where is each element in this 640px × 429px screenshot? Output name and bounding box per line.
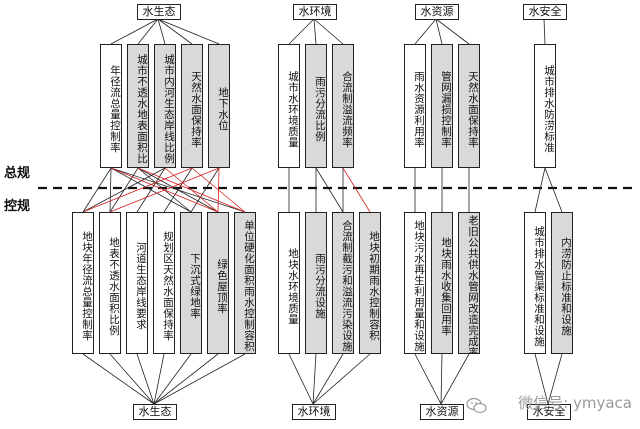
connector-line-46 <box>153 353 246 405</box>
connector-line-38 <box>534 167 546 213</box>
upper-item-urban-water-quality: 城市水环境质量 <box>278 44 300 168</box>
connector-line-19 <box>190 167 220 213</box>
connector-line-28 <box>82 167 193 213</box>
wechat-icon <box>466 397 487 414</box>
connector-line-27 <box>109 167 220 213</box>
connector-line-53 <box>440 353 470 405</box>
category-header-bottom-water-ecology: 水生态 <box>133 404 177 420</box>
connector-line-1 <box>137 18 159 45</box>
category-header-bottom-water-resources: 水资源 <box>420 404 464 420</box>
lower-item-sunken-green-space: 下沉式绿地率 <box>180 212 202 354</box>
upper-item-pipe-leakage-control: 管网漏损控制率 <box>431 44 453 168</box>
lower-item-impervious-surface-ratio: 地表不透水面积比例 <box>99 212 121 354</box>
connector-line-4 <box>157 18 220 45</box>
category-header-top-water-ecology: 水生态 <box>137 4 181 20</box>
connector-line-12 <box>82 167 112 213</box>
connector-line-52 <box>440 353 443 405</box>
lower-item-river-shoreline-requirement: 河道生态岸线要求 <box>126 212 148 354</box>
lower-item-wastewater-reuse: 地块污水再生利用量和设施 <box>404 212 426 354</box>
connector-line-8 <box>414 18 437 45</box>
upper-item-natural-water-surface-2: 天然水面保持率 <box>458 44 480 168</box>
connector-line-54 <box>534 353 549 405</box>
connector-line-44 <box>153 353 192 405</box>
connector-line-17 <box>136 167 166 213</box>
connector-line-51 <box>414 353 442 405</box>
lower-item-initial-rain-control: 地块初期雨水控制容积 <box>359 212 381 354</box>
lower-item-planned-natural-water: 规划区天然水面保持率 <box>153 212 175 354</box>
connector-line-13 <box>109 167 112 213</box>
lower-item-waterlogging-prevention: 内涝防止标准和设施 <box>551 212 573 354</box>
connector-line-6 <box>313 18 317 45</box>
connector-line-33 <box>315 167 344 213</box>
lower-item-drainage-pipe-standard: 城市排水管渠标准和设施 <box>524 212 546 354</box>
connector-line-21 <box>110 167 246 213</box>
upper-item-natural-water-surface: 天然水面保持率 <box>181 44 203 168</box>
connector-line-42 <box>136 353 155 405</box>
upper-item-separate-sewer-ratio: 雨污分流比例 <box>305 44 327 168</box>
connector-line-39 <box>544 167 563 213</box>
category-header-bottom-water-environment: 水环境 <box>292 404 336 420</box>
lower-item-rainwater-collection-reuse: 地块雨水收集回用率 <box>431 212 453 354</box>
connector-line-29 <box>164 167 219 213</box>
upper-item-rainwater-utilization: 雨水资源利用率 <box>404 44 426 168</box>
connector-line-41 <box>109 353 155 405</box>
category-header-bottom-water-safety: 水安全 <box>527 404 571 420</box>
connector-line-10 <box>435 18 470 45</box>
lower-item-rain-control-volume: 单位硬化面积雨水控制容积 <box>234 212 256 354</box>
connector-line-48 <box>312 353 317 405</box>
connector-line-5 <box>288 18 315 45</box>
side-label-master-plan: 总规 <box>4 166 31 181</box>
connector-line-2 <box>157 18 166 45</box>
category-header-top-water-safety: 水安全 <box>523 4 567 20</box>
connector-line-47 <box>288 353 314 405</box>
category-header-top-water-resources: 水资源 <box>415 4 459 20</box>
connector-line-7 <box>313 18 344 45</box>
connector-lines <box>38 18 636 405</box>
upper-item-combined-overflow-frequency: 合流制溢流频率 <box>332 44 354 168</box>
connector-line-34 <box>342 167 371 213</box>
connector-line-0 <box>110 18 159 45</box>
lower-item-old-pipe-renovation: 老旧公共供水管网改造完成率 <box>458 212 480 354</box>
connector-line-43 <box>153 353 165 405</box>
category-header-top-water-environment: 水环境 <box>293 4 337 20</box>
side-label-regulatory-plan: 控规 <box>4 199 31 214</box>
upper-item-groundwater-level: 地下水位 <box>208 44 230 168</box>
lower-item-separate-sewer-facility: 雨污分流设施 <box>305 212 327 354</box>
lower-item-plot-annual-runoff: 地块年径流总量控制率 <box>72 212 94 354</box>
connector-line-45 <box>153 353 219 405</box>
connector-line-50 <box>312 353 371 405</box>
lower-item-combined-interception: 合流制截污和溢流污染设施 <box>332 212 354 354</box>
connector-line-55 <box>547 353 563 405</box>
connector-line-49 <box>312 353 344 405</box>
upper-item-river-ecological-shoreline: 城市内河生态岸线比例 <box>154 44 176 168</box>
connector-line-3 <box>157 18 193 45</box>
upper-item-drainage-flood-standard: 城市排水防涝标准 <box>534 44 556 168</box>
connector-line-9 <box>435 18 443 45</box>
lower-item-plot-water-quality: 地块水环境质量 <box>278 212 300 354</box>
upper-item-impervious-area-ratio: 城市不透水地表面积比 <box>127 44 149 168</box>
connector-line-22 <box>82 167 166 213</box>
upper-item-annual-runoff-control: 年径流总量控制率 <box>100 44 122 168</box>
connector-line-11 <box>543 18 546 45</box>
watermark-text: 微信号: ymyaca <box>518 394 632 412</box>
lower-item-green-roof-rate: 绿色屋顶率 <box>207 212 229 354</box>
connector-line-40 <box>82 353 155 405</box>
